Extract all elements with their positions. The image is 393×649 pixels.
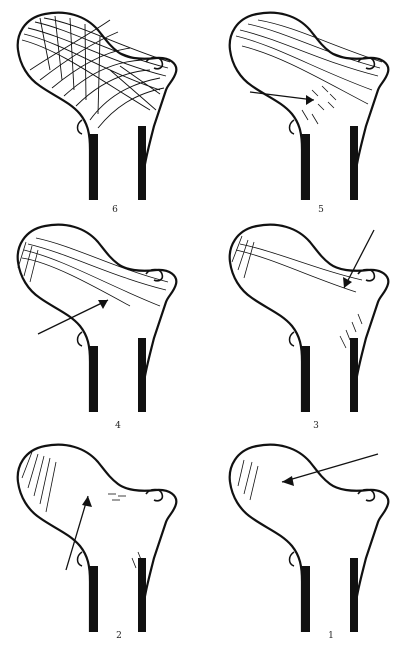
panel-label-5: 5	[318, 205, 324, 215]
panel-label-3: 3	[313, 421, 319, 431]
panel-label-2: 2	[116, 631, 122, 641]
arrow-1	[282, 454, 378, 486]
trabeculae-minimal	[238, 460, 258, 500]
arrow-4	[38, 300, 108, 334]
trabeculae-medium-light	[18, 238, 168, 306]
panel-5	[230, 13, 389, 200]
panel-3	[230, 225, 389, 412]
panel-4	[18, 225, 177, 412]
panel-1	[230, 445, 389, 632]
trabeculae-medium	[236, 20, 382, 124]
trabeculae-light	[232, 236, 362, 348]
panel-label-1: 1	[328, 631, 334, 641]
panel-label-4: 4	[115, 421, 121, 431]
panel-6	[18, 13, 177, 200]
panel-2	[18, 445, 177, 632]
arrow-5	[250, 92, 314, 105]
trabeculae-dense	[22, 16, 170, 128]
panel-label-6: 6	[112, 205, 118, 215]
